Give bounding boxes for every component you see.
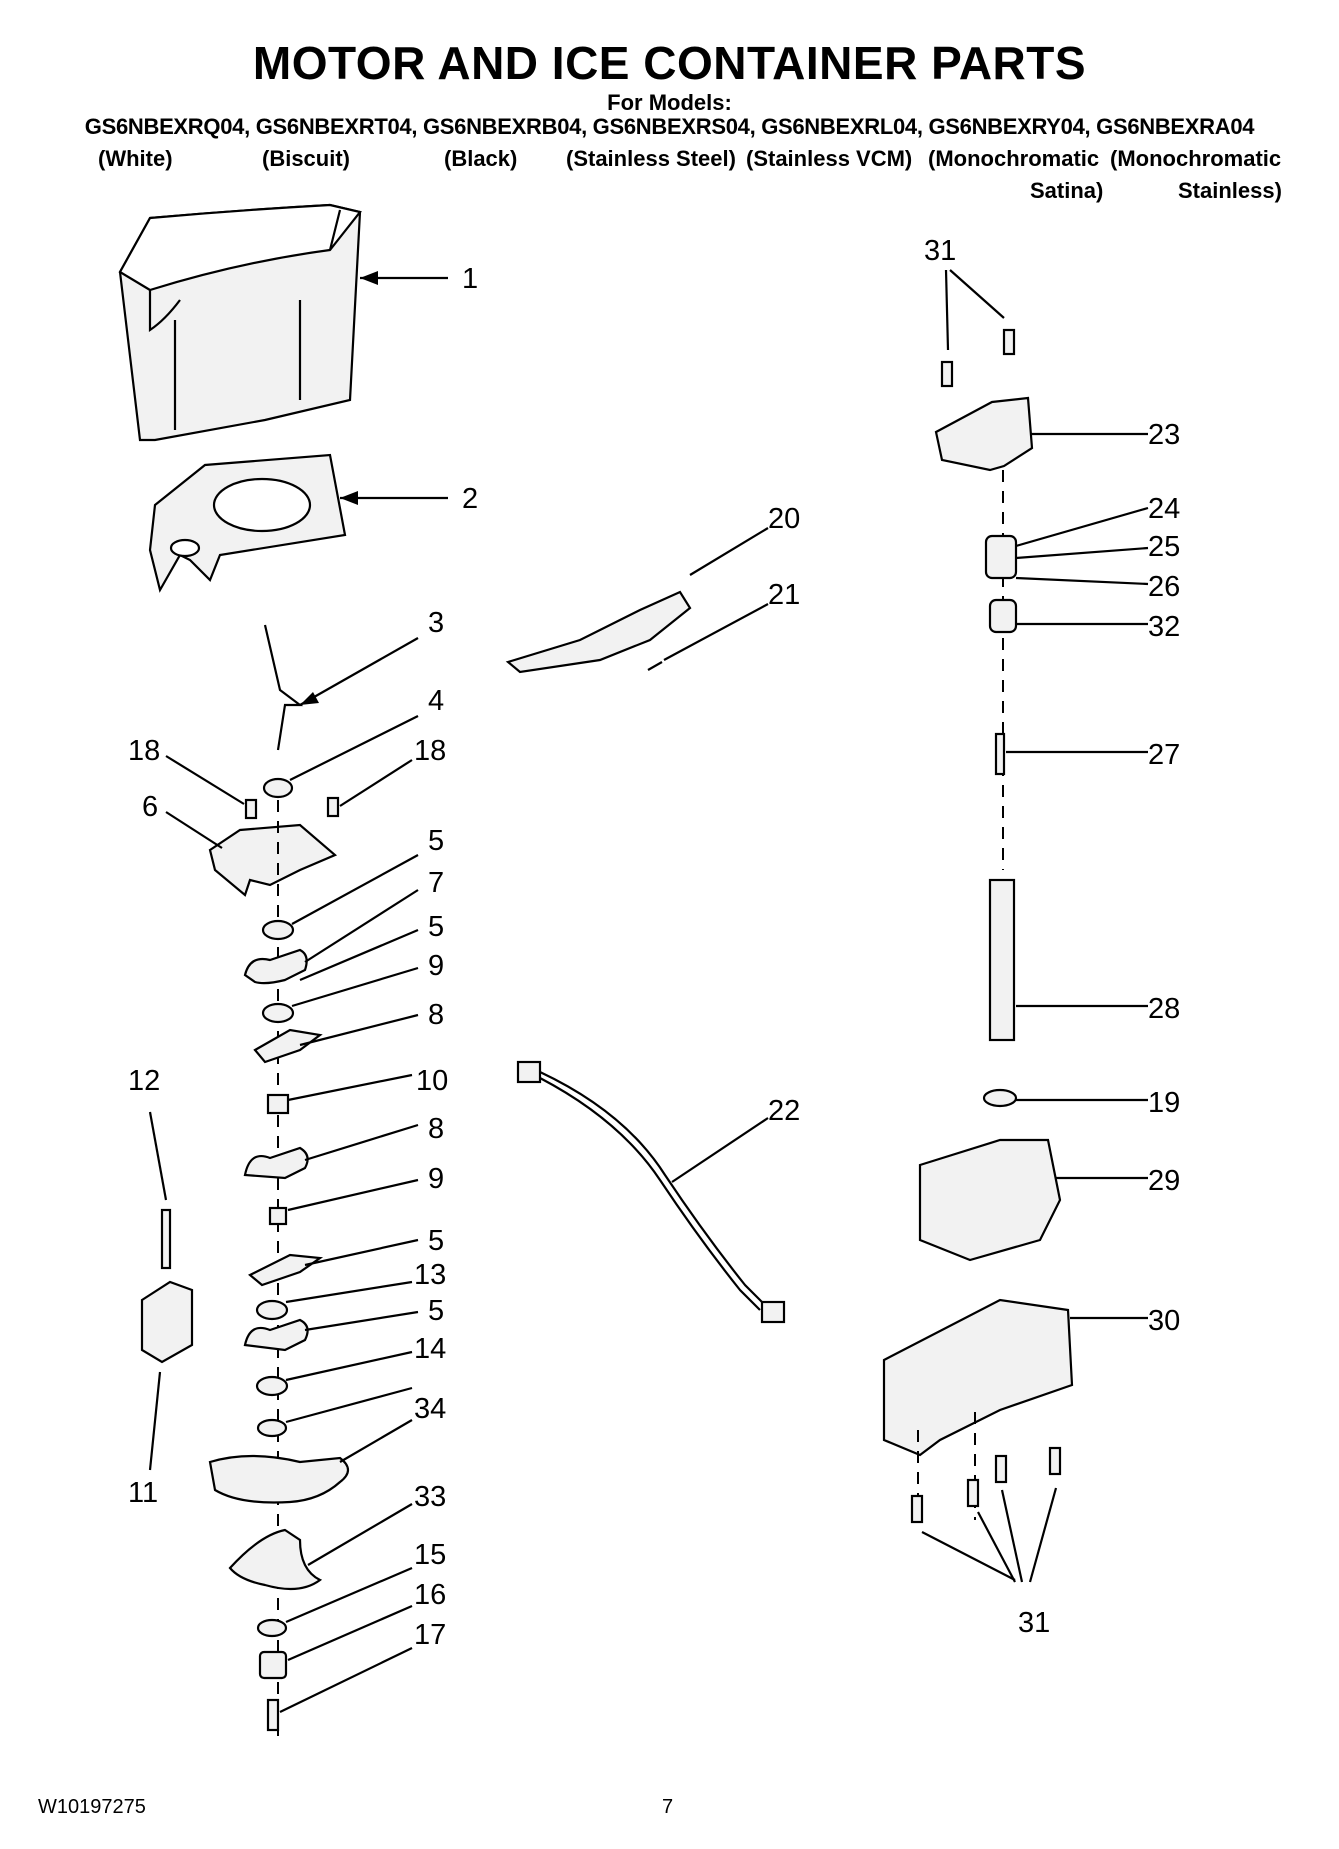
part-3-rod [263,624,304,751]
callout-8-a: 8 [428,999,444,1031]
part-33-crusher [228,1528,323,1591]
callout-19: 19 [1148,1087,1180,1119]
finish-black: (Black) [444,146,518,171]
finish-stainless-vcm: (Stainless VCM) [746,146,913,171]
callout-31-top: 31 [924,235,956,267]
callout-26: 26 [1148,571,1180,603]
part-28-shaft [988,878,1016,1042]
callout-13: 13 [414,1259,446,1291]
callout-5-b: 5 [428,911,444,943]
part-14-washer-b [256,1418,288,1438]
callout-5-d: 5 [428,1295,444,1327]
part-15-washer [256,1618,288,1638]
part-14-washer [255,1375,289,1397]
part-8-lever-a [253,1028,323,1064]
part-13-washer [255,1299,289,1321]
part-30-bracket [882,1298,1074,1457]
part-31-screw-e [994,1454,1008,1484]
page-title: MOTOR AND ICE CONTAINER PARTS [252,37,1087,89]
for-models-label: For Models: [607,90,732,115]
part-32-sleeve [988,598,1018,634]
part-4-bushing [262,777,294,799]
callout-11: 11 [128,1477,158,1509]
callout-9-a: 9 [428,950,444,982]
part-10-spacer [266,1093,290,1115]
part-5-washer-a [261,919,295,941]
part-31-screw-f [1048,1446,1062,1476]
finish-white: (White) [98,146,173,171]
callout-27: 27 [1148,739,1180,771]
part-19-washer [982,1088,1018,1108]
part-9-spacer-b [268,1206,288,1226]
callout-15: 15 [414,1539,446,1571]
callout-6: 6 [142,791,158,823]
part-31-screw-d [966,1478,980,1508]
part-7-cam [243,948,308,985]
part-20-actuator [505,590,692,674]
callout-3: 3 [428,607,444,639]
callout-8-b: 8 [428,1113,444,1145]
part-5-lever-c [248,1253,324,1287]
callout-18-right: 18 [414,735,446,767]
callout-23: 23 [1148,419,1180,451]
part-31-screw-b [1002,328,1016,356]
callout-32: 32 [1148,611,1180,643]
callout-5-c: 5 [428,1225,444,1257]
part-9-washer-a [261,1002,295,1024]
part-2-ice-housing [148,453,347,593]
part-16-bushing [258,1650,288,1680]
part-8-lever-b [243,1146,309,1180]
document-number: W10197275 [38,1796,146,1818]
callout-25: 25 [1148,531,1180,563]
part-29-motor [918,1138,1062,1262]
part-18-screw-right [326,796,340,818]
part-24-26-coupler [984,534,1018,580]
callout-34: 34 [414,1393,446,1425]
part-1-ice-container [118,203,362,442]
callout-29: 29 [1148,1165,1180,1197]
part-17-screw [266,1698,280,1732]
part-23-bracket [934,396,1034,472]
callout-16: 16 [414,1579,446,1611]
callout-5-a: 5 [428,825,444,857]
finish-satina-line2: Satina) [1030,178,1104,203]
part-34-blade [208,1454,350,1504]
callout-28: 28 [1148,993,1180,1025]
callout-22: 22 [768,1095,800,1127]
callout-21: 21 [768,579,800,611]
callout-30: 30 [1148,1305,1180,1337]
callout-31-bottom: 31 [1018,1607,1050,1639]
finish-monochromatic-stainless: (Monochromatic [1110,146,1282,171]
finish-biscuit: (Biscuit) [262,146,350,171]
callout-24: 24 [1148,493,1180,525]
callout-17: 17 [414,1619,446,1651]
callout-33: 33 [414,1481,446,1513]
part-22-wire-harness [516,1060,786,1324]
callout-10: 10 [416,1065,448,1097]
part-5-cam-d [243,1318,309,1352]
part-31-screw-a [940,360,954,388]
part-31-screw-c [910,1494,924,1524]
callout-7: 7 [428,867,444,899]
callout-4: 4 [428,685,444,717]
part-12-pin [160,1208,172,1270]
callout-1: 1 [462,263,478,295]
part-21-spring [647,661,663,671]
callout-18-left: 18 [128,735,160,767]
page-number: 7 [662,1796,674,1818]
part-6-plate [208,823,338,897]
part-18-screw-left [244,798,258,820]
model-list: GS6NBEXRQ04, GS6NBEXRT04, GS6NBEXRB04, G… [84,114,1255,139]
callout-14: 14 [414,1333,446,1365]
finish-stainless-steel: (Stainless Steel) [566,146,736,171]
part-27-spring [994,732,1006,776]
callout-20: 20 [768,503,800,535]
callout-9-b: 9 [428,1163,444,1195]
callout-12: 12 [128,1065,160,1097]
callout-2: 2 [462,483,478,515]
finish-monochromatic-satina: (Monochromatic [928,146,1100,171]
finish-stainless-line2: Stainless) [1178,178,1282,203]
part-11-block [140,1280,194,1364]
